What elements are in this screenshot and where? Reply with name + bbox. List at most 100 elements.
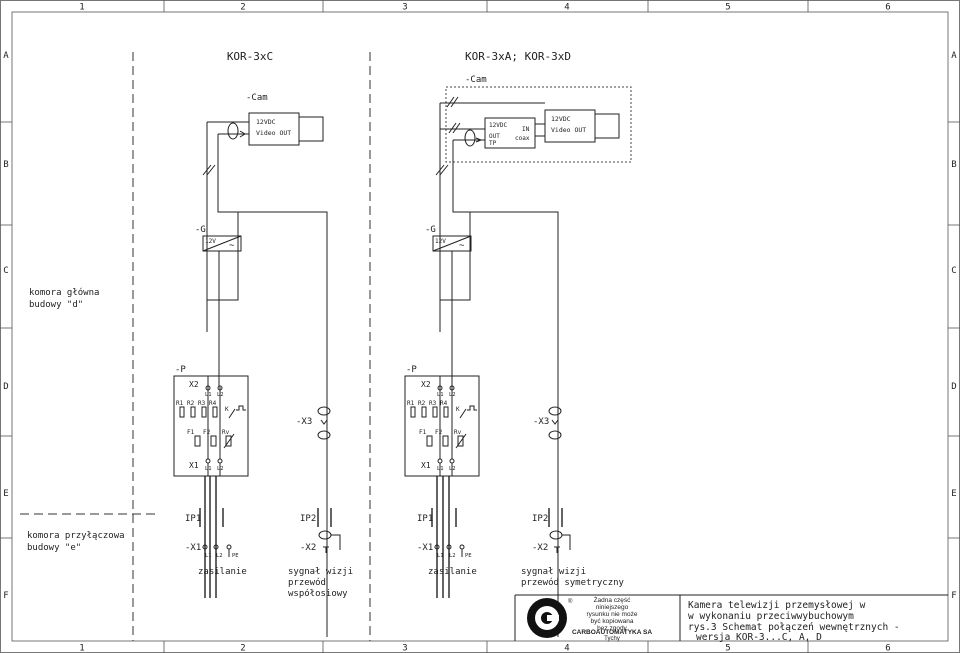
psu-left-voltage: 12V: [205, 238, 216, 245]
panel-right-r3: R3: [429, 400, 437, 407]
panel-right: -P X2 L1 L2 R1 R2 R3 R4 K F1 F2 Rv X1 L1…: [404, 365, 480, 477]
terminal-right-x2: -X2: [532, 543, 548, 553]
col-1-top: 1: [79, 3, 84, 13]
converter-power: 12VDC: [489, 122, 507, 129]
caption-right-power: zasilanie: [428, 567, 477, 577]
terminal-right-x1: -X1: [417, 543, 433, 553]
row-f-left: F: [3, 591, 8, 601]
copyright-note-1: Żadna część: [594, 595, 632, 604]
panel-right-f2: F2: [435, 429, 443, 436]
copyright-note-4: być kopiowana: [591, 618, 634, 625]
psu-right: -G 12V ~: [425, 225, 472, 387]
camera-right-tag: -Cam: [465, 75, 487, 85]
panel-left-f2: F2: [203, 429, 211, 436]
panel-left-r1: R1: [176, 400, 184, 407]
row-a-right: A: [951, 51, 957, 61]
row-c-right: C: [951, 266, 956, 276]
glands-left: IP1 -X1 L1 L2 PE zasilanie IP2 -X2 sygna…: [185, 476, 353, 599]
col-1-bottom: 1: [79, 644, 84, 653]
drawing-title-1: Kamera telewizji przemysłowej w: [688, 600, 866, 611]
panel-right-k: K: [456, 406, 460, 413]
row-a-left: A: [3, 51, 9, 61]
terminal-right-l2: L2: [449, 553, 456, 559]
drawing-title-4: wersja KOR-3...C, A, D: [696, 632, 822, 643]
col-5-bottom: 5: [725, 644, 730, 653]
converter-out: OUT: [489, 133, 500, 140]
row-b-right: B: [951, 160, 956, 170]
main-chamber-label-1: komora główna: [29, 287, 99, 298]
caption-right-signal-2: przewód symetryczny: [521, 577, 625, 588]
panel-left-x1: X1: [189, 461, 199, 470]
converter-tp: TP: [489, 140, 497, 147]
connection-chamber-label-2: budowy "e": [27, 543, 81, 553]
connection-chamber-label-1: komora przyłączowa: [27, 531, 125, 541]
camera-left-power: 12VDC: [256, 118, 276, 126]
panel-left-rv: Rv: [222, 429, 230, 436]
company-city: Tychy: [604, 636, 620, 642]
glands-right: IP1 -X1 L1 L2 PE zasilanie IP2 -X2 sygna…: [417, 476, 625, 598]
camera-left-tag: -Cam: [246, 93, 268, 103]
signal-right-x3: -X3: [533, 417, 549, 427]
converter-coax: coax: [515, 135, 530, 142]
camera-right: -Cam 12VDC OUT TP IN coax 12VDC Video OU…: [440, 75, 632, 163]
row-f-right: F: [951, 591, 956, 601]
caption-left-signal-1: sygnał wizji: [288, 567, 353, 577]
terminal-left-l2: L2: [216, 553, 223, 559]
gland-left-ip1: IP1: [185, 514, 201, 524]
company-name: CARBOAUTOMATYKA SA: [572, 629, 652, 636]
col-2-bottom: 2: [240, 644, 245, 653]
converter-in: IN: [522, 126, 530, 133]
col-3-bottom: 3: [402, 644, 407, 653]
panel-left-f1: F1: [187, 429, 195, 436]
terminal-right-pe: PE: [465, 553, 472, 559]
panel-left-r3: R3: [198, 400, 206, 407]
drawing-title-3: rys.3 Schemat połączeń wewnętrznych -: [688, 622, 900, 633]
drawing-title-2: w wykonaniu przeciwwybuchowym: [688, 611, 854, 622]
col-2-top: 2: [240, 3, 245, 13]
col-5-top: 5: [725, 3, 730, 13]
company-logo: [527, 598, 567, 638]
caption-right-signal-1: sygnał wizji: [521, 567, 586, 577]
header-right: KOR-3xA; KOR-3xD: [465, 50, 571, 63]
panel-left: -P X2 L1 L2 R1 R2 R3 R4 K F1 F2 Rv X1 L1…: [173, 365, 249, 477]
psu-left: -G 12V ~: [195, 225, 242, 387]
copyright-note-5: bez zgody: [597, 625, 627, 632]
caption-left-signal-2: przewód: [288, 577, 326, 588]
panel-right-x1: X1: [421, 461, 431, 470]
col-6-top: 6: [885, 3, 890, 13]
psu-right-tag: -G: [425, 225, 436, 235]
panel-left-k: K: [225, 406, 229, 413]
row-d-right: D: [951, 382, 956, 392]
col-6-bottom: 6: [885, 644, 890, 653]
psu-left-ac: ~: [229, 241, 235, 251]
title-block: ® Żadna część niniejszego rysunku nie mo…: [514, 594, 948, 643]
gland-right-ip2: IP2: [532, 514, 548, 524]
psu-left-tag: -G: [195, 225, 206, 235]
panel-right-r4: R4: [440, 400, 448, 407]
camera-right-video-out: Video OUT: [551, 126, 586, 134]
panel-right-x2: X2: [421, 380, 431, 389]
panel-right-rv: Rv: [454, 429, 462, 436]
signal-right: -X3: [453, 211, 562, 637]
header-left: KOR-3xC: [227, 50, 273, 63]
terminal-left-pe: PE: [232, 553, 239, 559]
copyright-note-3: rysunku nie może: [587, 611, 638, 618]
coax-left-x3: -X3: [296, 417, 312, 427]
camera-left-video-out: Video OUT: [256, 129, 291, 137]
terminal-left-x2: -X2: [300, 543, 316, 553]
caption-left-signal-3: współosiowy: [288, 588, 348, 599]
row-e-left: E: [3, 489, 8, 499]
logo-registered-mark: ®: [568, 598, 573, 605]
gland-right-ip1: IP1: [417, 514, 433, 524]
terminal-right-l1: L1: [437, 553, 444, 559]
col-4-top: 4: [564, 3, 569, 13]
terminal-left-l1: L1: [205, 553, 212, 559]
caption-left-power: zasilanie: [198, 567, 247, 577]
panel-right-tag: -P: [406, 365, 417, 375]
coax-left: -X3: [218, 211, 331, 637]
terminal-left-x1: -X1: [185, 543, 201, 553]
camera-right-power: 12VDC: [551, 115, 571, 123]
